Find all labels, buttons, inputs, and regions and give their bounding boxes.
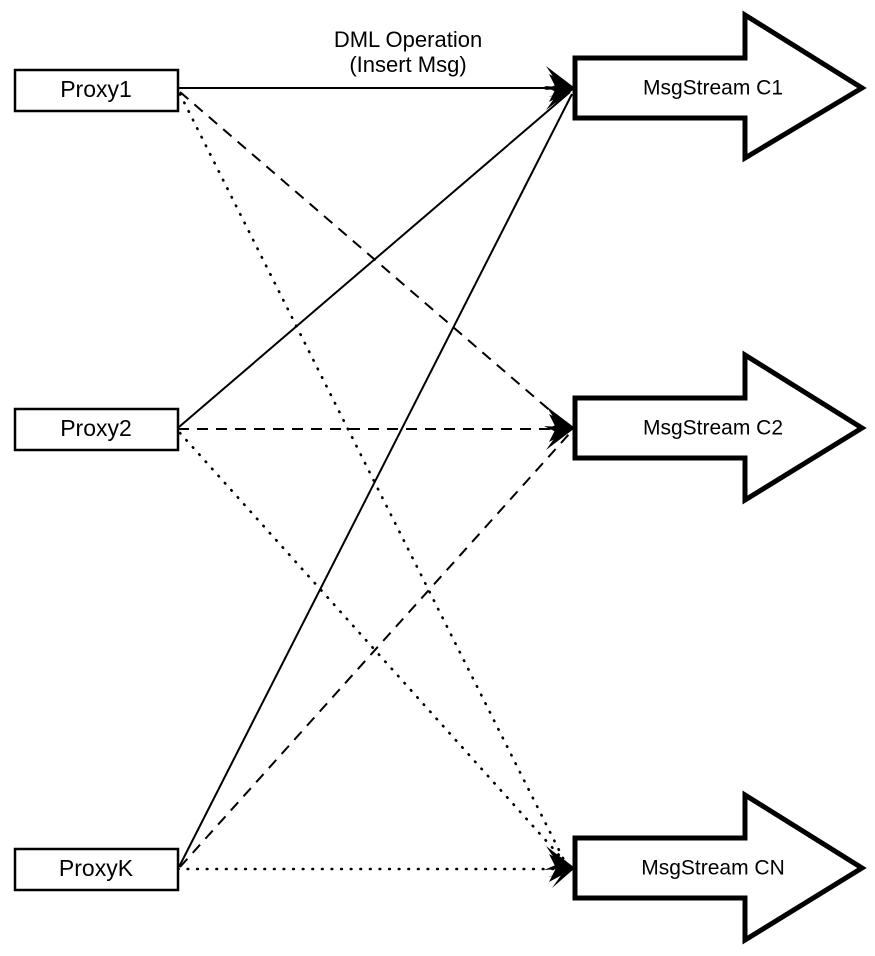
proxyk-box[interactable] [13,847,180,892]
node-proxy2[interactable]: Proxy2 [13,407,180,452]
msgstream-c1-shape[interactable] [572,10,867,163]
msgstream-c1-label: MsgStream C1 [643,77,783,100]
edge-group-proxy2 [178,91,571,866]
node-proxy1[interactable]: Proxy1 [13,68,180,113]
arrowhead-cn [544,846,575,888]
msgstream-cn-label: MsgStream CN [641,857,785,880]
msgstream-cn-shape[interactable] [572,790,867,945]
msgstream-c2-shape[interactable] [572,350,867,505]
node-msgstream-c2[interactable]: MsgStream C2 [572,350,867,505]
node-msgstream-cn[interactable]: MsgStream CN [572,790,867,945]
edge-proxy2-to-c1 [178,91,571,428]
edge-group-proxyk [176,93,573,871]
proxy1-box[interactable] [13,68,180,113]
edge-proxy1-to-cn [178,92,568,866]
proxy2-label: Proxy2 [60,415,132,441]
edge-proxy2-to-cn [178,431,569,866]
msgstream-c2-label: MsgStream C2 [643,417,783,440]
edge-group-proxy1 [178,87,571,866]
edge-caption-line1: DML Operation [334,27,482,52]
arrowhead-c1 [544,66,575,110]
node-msgstream-c1[interactable]: MsgStream C1 [572,10,867,163]
node-proxyk[interactable]: ProxyK [13,847,180,892]
arrowhead-c2 [544,406,575,450]
proxy2-box[interactable] [13,407,180,452]
edge-caption-line2: (Insert Msg) [349,52,466,77]
edge-caption: DML Operation (Insert Msg) [334,27,482,77]
edge-proxyk-to-c1 [178,93,573,868]
proxy1-label: Proxy1 [60,76,132,102]
edge-proxyk-to-c2 [179,432,571,868]
proxyk-label: ProxyK [59,855,134,881]
